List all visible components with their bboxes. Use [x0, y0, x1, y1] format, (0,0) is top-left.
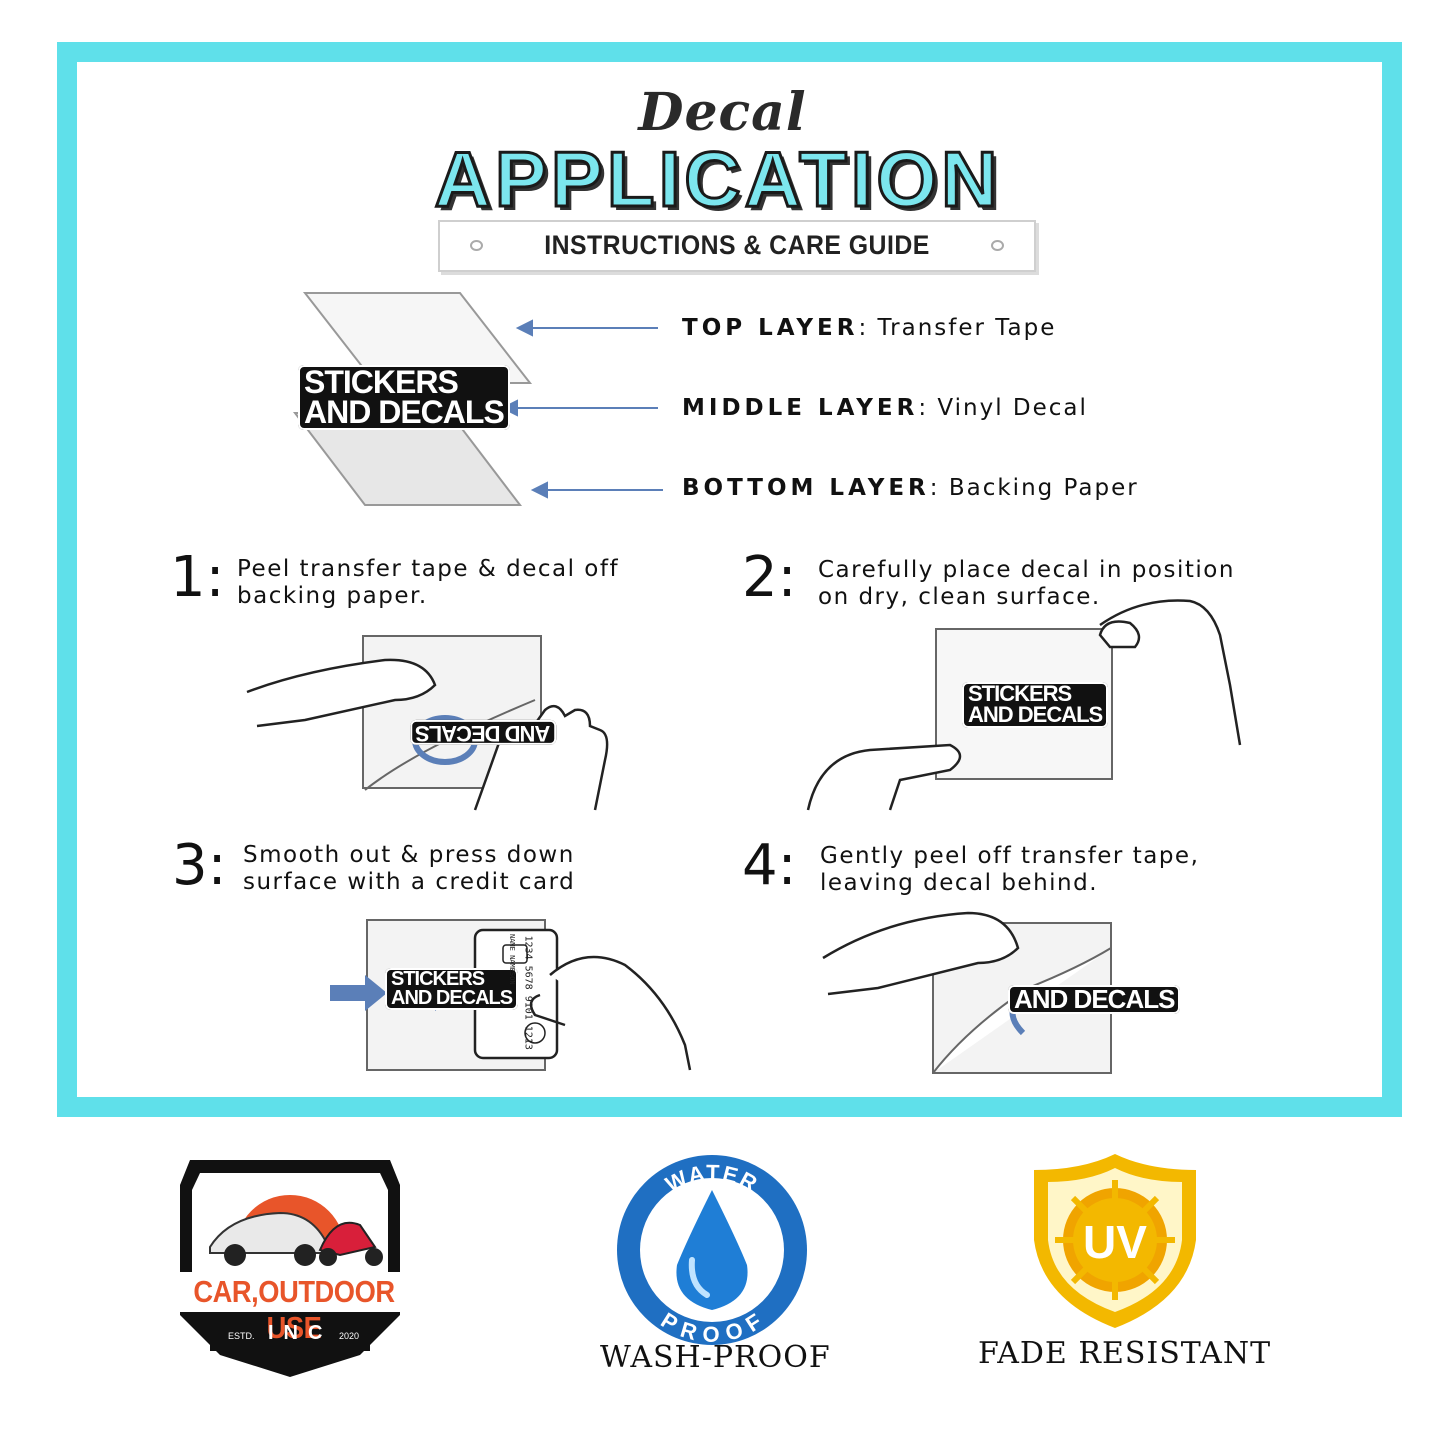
step-2-number: 2: — [742, 545, 797, 610]
layer-desc: Vinyl Decal — [937, 395, 1088, 421]
sticker-line2: AND DECALS — [1014, 984, 1175, 1014]
layer-desc: Transfer Tape — [877, 315, 1057, 341]
layer-name: TOP LAYER — [682, 315, 859, 341]
banner-hole-right — [991, 240, 1004, 251]
sticker-decal-step3: STICKERS AND DECALS — [385, 968, 519, 1010]
sticker-line2: AND DECALS — [968, 701, 1103, 727]
banner-hole-left — [470, 240, 483, 251]
car-badge-year: 2020 — [339, 1331, 360, 1341]
step-1-number: 1: — [170, 545, 225, 610]
step-3-number: 3: — [172, 833, 227, 898]
sticker-line2: AND DECALS — [304, 394, 505, 431]
layer-name: MIDDLE LAYER — [682, 395, 919, 421]
subtitle-text: INSTRUCTIONS & CARE GUIDE — [544, 230, 930, 260]
top-layer-sheet — [302, 292, 533, 384]
step-3-text: Smooth out & press down surface with a c… — [243, 842, 576, 895]
main-title-text: APPLICATION — [435, 140, 1002, 220]
car-motorcycle-logo-icon — [155, 1160, 425, 1377]
uv-text: UV — [1083, 1216, 1147, 1268]
layer-label-middle: MIDDLE LAYER: Vinyl Decal — [682, 395, 1088, 421]
credit-card-name: NAME NAMESON — [508, 934, 516, 985]
step-4-text: Gently peel off transfer tape, leaving d… — [820, 843, 1200, 896]
wash-proof-label: WASH-PROOF — [600, 1340, 831, 1375]
main-title-shadow: APPLICATION — [439, 140, 1006, 220]
sticker-decal-middle: STICKERS AND DECALS — [298, 365, 510, 430]
arrow-top-head — [515, 319, 533, 337]
fade-resistant-label: FADE RESISTANT — [978, 1336, 1272, 1371]
layer-name: BOTTOM LAYER — [682, 475, 930, 501]
press-arrow-left — [330, 975, 387, 1011]
credit-card-number: 1234 5678 9101 1213 — [522, 935, 534, 1050]
water-drop-icon: WATER PROOF — [617, 1155, 807, 1347]
arrow-middle-head — [500, 399, 518, 417]
sticker-decal-step1: AND DECALS — [410, 720, 557, 746]
car-badge-text: CAR,OUTDOOR USE — [193, 1274, 395, 1345]
sticker-line1: STICKERS — [304, 364, 459, 400]
arrow-bottom-head — [530, 481, 548, 499]
layers-illustration — [292, 292, 663, 506]
sticker-decal-step2: STICKERS AND DECALS — [962, 681, 1109, 728]
step-1-text: Peel transfer tape & decal off backing p… — [237, 556, 620, 609]
layer-desc: Backing Paper — [948, 475, 1139, 501]
subtitle-banner: INSTRUCTIONS & CARE GUIDE — [438, 220, 1036, 272]
sticker-line1: STICKERS — [391, 968, 485, 990]
uv-shield-icon: UV — [1034, 1154, 1196, 1328]
script-title: Decal — [638, 82, 807, 143]
car-badge-estd: ESTD. — [228, 1331, 255, 1341]
car-badge-inc: INC — [268, 1322, 333, 1344]
main-title: APPLICATION APPLICATION — [433, 140, 1006, 220]
layer-label-top: TOP LAYER: Transfer Tape — [682, 315, 1057, 341]
sticker-line2: AND DECALS — [416, 720, 551, 746]
step-4-number: 4: — [742, 833, 797, 898]
sticker-decal-step4: AND DECALS — [1008, 984, 1181, 1014]
layer-label-bottom: BOTTOM LAYER: Backing Paper — [682, 475, 1139, 501]
step-2-text: Carefully place decal in position on dry… — [818, 557, 1235, 610]
sticker-line2: AND DECALS — [391, 987, 513, 1009]
sticker-line1: STICKERS — [968, 681, 1072, 706]
